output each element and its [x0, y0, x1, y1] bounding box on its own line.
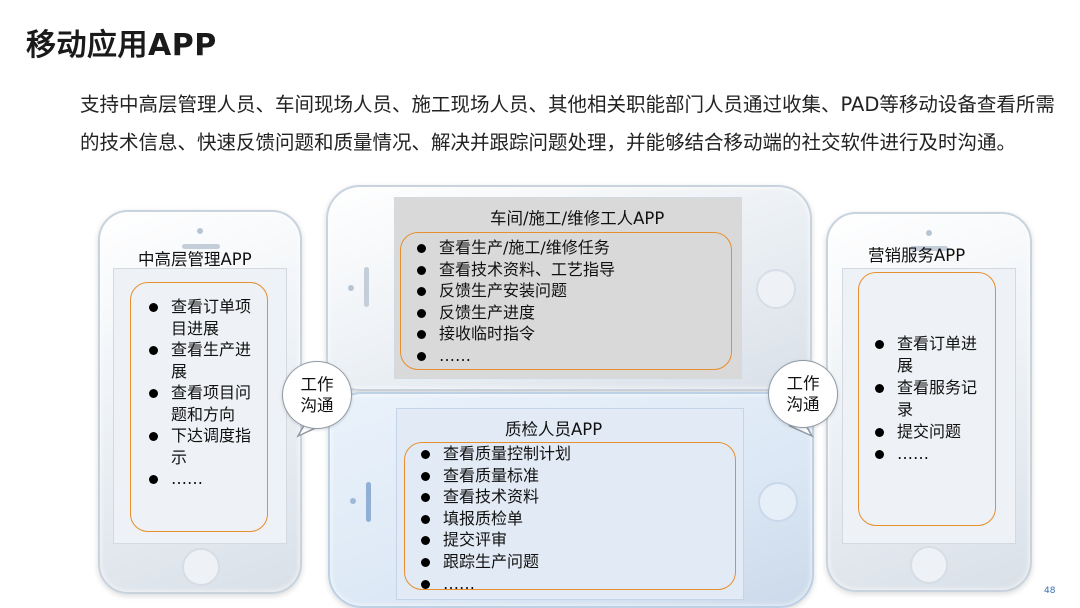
list-management: 查看订单项目进展 查看生产进展 查看项目问题和方向 下达调度指示 …… — [130, 282, 268, 532]
phone-title-quality: 质检人员APP — [505, 420, 603, 439]
page-title: 移动应用APP — [26, 28, 217, 63]
description-text: 支持中高层管理人员、车间现场人员、施工现场人员、其他相关职能部门人员通过收集、P… — [80, 93, 1055, 154]
list-item: …… — [143, 468, 251, 490]
list-item: 下达调度指示 — [143, 425, 251, 468]
list-item: 接收临时指令 — [411, 323, 731, 345]
list-item: 填报质检单 — [415, 508, 735, 530]
home-button-icon — [910, 546, 948, 584]
list-item: 提交评审 — [415, 529, 735, 551]
list-workshop: 查看生产/施工/维修任务 查看技术资料、工艺指导 反馈生产安装问题 反馈生产进度… — [400, 232, 732, 370]
list-item: 查看生产/施工/维修任务 — [411, 237, 731, 259]
phone-title-marketing: 营销服务APP — [868, 246, 966, 265]
list-item: …… — [869, 443, 977, 465]
bubble-text: 工作沟通 — [786, 374, 820, 414]
list-item: 查看服务记录 — [869, 377, 977, 421]
home-button-icon — [756, 269, 796, 309]
list-item: 查看质量控制计划 — [415, 443, 735, 465]
speaker-icon — [182, 244, 220, 249]
home-button-icon — [182, 548, 220, 586]
list-item: 查看生产进展 — [143, 339, 251, 382]
list-item: 查看质量标准 — [415, 465, 735, 487]
phone-screen — [394, 197, 742, 379]
list-item: 反馈生产安装问题 — [411, 280, 731, 302]
list-item: 反馈生产进度 — [411, 302, 731, 324]
list-item: 查看项目问题和方向 — [143, 382, 251, 425]
list-item: 查看订单进展 — [869, 333, 977, 377]
list-quality: 查看质量控制计划 查看质量标准 查看技术资料 填报质检单 提交评审 跟踪生产问题… — [404, 442, 736, 593]
list-item: …… — [411, 345, 731, 367]
camera-icon — [348, 285, 354, 291]
camera-icon — [350, 498, 356, 504]
list-item: 查看订单项目进展 — [143, 296, 251, 339]
list-item: …… — [415, 573, 735, 595]
list-item: 提交问题 — [869, 421, 977, 443]
phone-title-workshop: 车间/施工/维修工人APP — [490, 209, 665, 228]
speech-bubble-left: 工作沟通 — [282, 361, 352, 429]
phone-screen — [396, 408, 744, 600]
phone-marketing — [826, 212, 1032, 592]
speaker-icon — [366, 482, 371, 522]
bubble-text: 工作沟通 — [300, 375, 334, 415]
camera-icon — [197, 228, 203, 234]
list-item: 跟踪生产问题 — [415, 551, 735, 573]
speech-bubble-right: 工作沟通 — [768, 360, 838, 428]
list-item: 查看技术资料、工艺指导 — [411, 259, 731, 281]
phone-screen — [113, 268, 287, 544]
phone-management — [98, 210, 302, 594]
page-number: 48 — [1044, 586, 1056, 596]
list-item: 查看技术资料 — [415, 486, 735, 508]
speaker-icon — [364, 267, 369, 307]
speaker-icon — [910, 246, 948, 251]
list-marketing: 查看订单进展 查看服务记录 提交问题 …… — [858, 272, 996, 526]
phone-title-management: 中高层管理APP — [138, 250, 252, 269]
phone-screen — [842, 268, 1016, 544]
camera-icon — [926, 230, 932, 236]
home-button-icon — [758, 482, 798, 522]
